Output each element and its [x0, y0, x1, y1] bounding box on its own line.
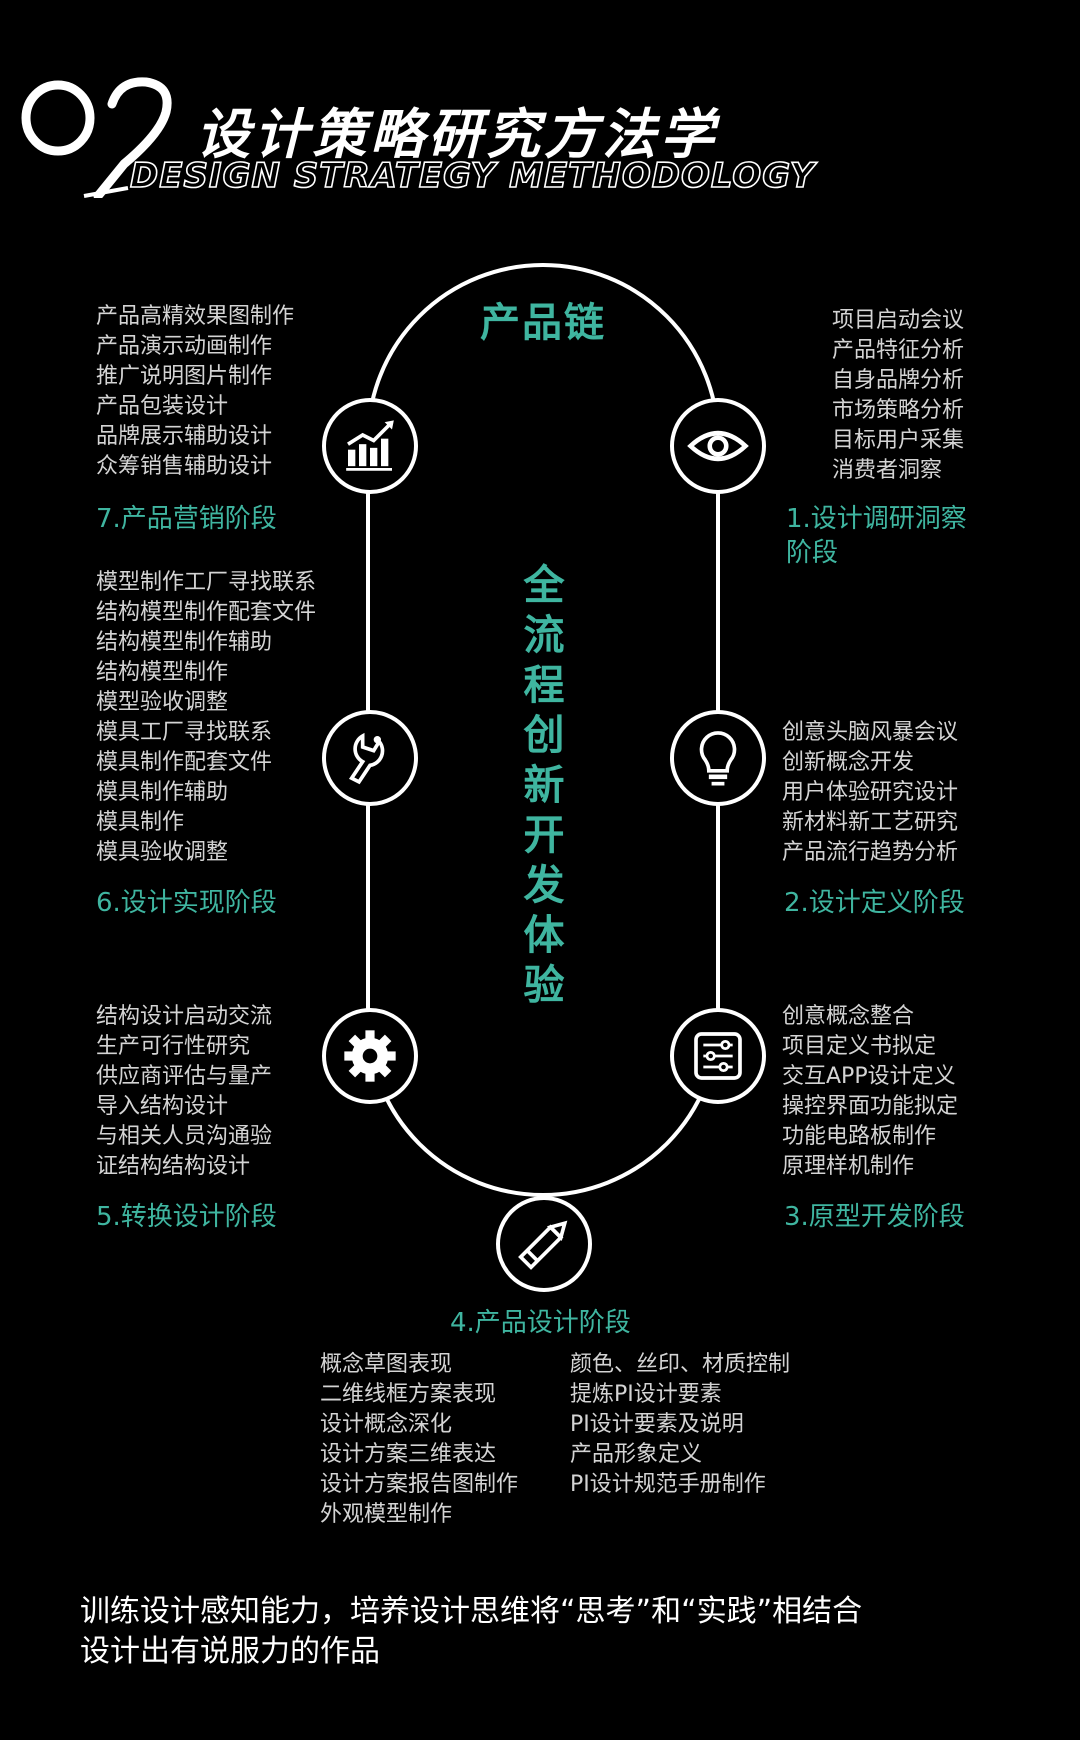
list-item: 操控界面功能拟定: [782, 1094, 959, 1119]
list-item: 结构设计启动交流: [96, 1004, 273, 1029]
list-item: 项目定义书拟定: [782, 1034, 937, 1059]
list-item: 结构模型制作辅助: [96, 630, 273, 655]
list-item: PI设计要素及说明: [570, 1412, 744, 1437]
lightbulb-icon: [670, 710, 766, 806]
center-char: 体: [523, 911, 565, 959]
stage7-items: 产品高精效果图制作 产品演示动画制作 推广说明图片制作 产品包装设计 品牌展示辅…: [96, 302, 294, 482]
pencil-icon: [496, 1196, 592, 1292]
list-item: 颜色、丝印、材质控制: [570, 1352, 791, 1377]
list-item: 二维线框方案表现: [320, 1382, 497, 1407]
wrench-icon: [322, 710, 418, 806]
stage6-label: 6.设计实现阶段: [96, 888, 277, 918]
list-item: 模具制作辅助: [96, 780, 229, 805]
list-item: 原理样机制作: [782, 1154, 915, 1179]
center-char: 创: [523, 711, 565, 759]
center-vertical-text: 全 流 程 创 新 开 发 体 验: [518, 560, 570, 1010]
list-item: 结构模型制作配套文件: [96, 600, 317, 625]
center-char: 验: [523, 961, 565, 1009]
center-char: 新: [523, 761, 565, 809]
stage3-label: 3.原型开发阶段: [784, 1202, 965, 1232]
stage1-label-line2: 阶段: [786, 538, 839, 568]
list-item: 模型验收调整: [96, 690, 229, 715]
stage2-items: 创意头脑风暴会议 创新概念开发 用户体验研究设计 新材料新工艺研究 产品流行趋势…: [782, 718, 958, 868]
list-item: 模具制作配套文件: [96, 750, 273, 775]
center-char: 发: [523, 861, 565, 909]
stage2-label: 2.设计定义阶段: [784, 888, 965, 918]
gear-icon: [322, 1008, 418, 1104]
growth-chart-icon: [322, 398, 418, 494]
list-item: 品牌展示辅助设计: [96, 424, 273, 449]
list-item: 导入结构设计: [96, 1094, 229, 1119]
list-item: 生产可行性研究: [96, 1034, 251, 1059]
footer-line: 训练设计感知能力，培养设计思维将“思考”和“实践”相结合: [80, 1594, 863, 1629]
sliders-icon: [670, 1008, 766, 1104]
center-char: 开: [523, 811, 565, 859]
list-item: 推广说明图片制作: [96, 364, 273, 389]
footer-line: 设计出有说服力的作品: [80, 1634, 380, 1669]
list-item: 供应商评估与量产: [96, 1064, 273, 1089]
eye-icon: [670, 398, 766, 494]
center-char: 流: [523, 611, 565, 659]
list-item: 外观模型制作: [320, 1502, 453, 1527]
list-item: 众筹销售辅助设计: [96, 454, 273, 479]
stage1-label: 1.设计调研洞察: [786, 504, 967, 534]
list-item: 目标用户采集: [832, 428, 965, 453]
list-item: 自身品牌分析: [832, 368, 965, 393]
stage3-items: 创意概念整合 项目定义书拟定 交互APP设计定义 操控界面功能拟定 功能电路板制…: [782, 1002, 958, 1182]
list-item: 设计方案三维表达: [320, 1442, 497, 1467]
center-char: 全: [523, 561, 565, 609]
list-item: 设计概念深化: [320, 1412, 453, 1437]
page-subtitle: DESIGN STRATEGY METHODOLOGY: [129, 155, 816, 197]
list-item: 消费者洞察: [832, 458, 943, 483]
list-item: 与相关人员沟通验: [96, 1124, 273, 1149]
list-item: 交互APP设计定义: [782, 1064, 956, 1089]
chain-label-backing: [470, 288, 620, 338]
stage5-items: 结构设计启动交流 生产可行性研究 供应商评估与量产 导入结构设计 与相关人员沟通…: [96, 1002, 272, 1182]
list-item: 提炼PI设计要素: [570, 1382, 722, 1407]
chain-label: 产品链: [480, 300, 606, 346]
footer-text: 训练设计感知能力，培养设计思维将“思考”和“实践”相结合 设计出有说服力的作品: [80, 1592, 862, 1672]
list-item: 设计方案报告图制作: [320, 1472, 519, 1497]
list-item: 新材料新工艺研究: [782, 810, 959, 835]
stage4-items-left: 概念草图表现 二维线框方案表现 设计概念深化 设计方案三维表达 设计方案报告图制…: [320, 1350, 518, 1530]
stage4-label: 4.产品设计阶段: [450, 1308, 631, 1338]
number-02-logo: [21, 77, 172, 198]
list-item: 产品高精效果图制作: [96, 304, 295, 329]
list-item: 产品包装设计: [96, 394, 229, 419]
list-item: 概念草图表现: [320, 1352, 453, 1377]
stage1-items: 项目启动会议 产品特征分析 自身品牌分析 市场策略分析 目标用户采集 消费者洞察: [832, 306, 964, 486]
list-item: 产品特征分析: [832, 338, 965, 363]
page-title: 设计策略研究方法学: [196, 103, 718, 166]
center-char: 程: [523, 661, 565, 709]
stage6-items: 模型制作工厂寻找联系 结构模型制作配套文件 结构模型制作辅助 结构模型制作 模型…: [96, 568, 316, 868]
stage5-label: 5.转换设计阶段: [96, 1202, 277, 1232]
list-item: 证结构结构设计: [96, 1154, 251, 1179]
stage4-items-right: 颜色、丝印、材质控制 提炼PI设计要素 PI设计要素及说明 产品形象定义 PI设…: [570, 1350, 790, 1500]
list-item: 项目启动会议: [832, 308, 965, 333]
list-item: 用户体验研究设计: [782, 780, 959, 805]
list-item: 产品演示动画制作: [96, 334, 273, 359]
list-item: 市场策略分析: [832, 398, 965, 423]
list-item: 创意概念整合: [782, 1004, 915, 1029]
list-item: 模型制作工厂寻找联系: [96, 570, 317, 595]
list-item: 产品形象定义: [570, 1442, 703, 1467]
list-item: 功能电路板制作: [782, 1124, 937, 1149]
list-item: 创新概念开发: [782, 750, 915, 775]
list-item: 结构模型制作: [96, 660, 229, 685]
list-item: 产品流行趋势分析: [782, 840, 959, 865]
list-item: 创意头脑风暴会议: [782, 720, 959, 745]
list-item: 模具制作: [96, 810, 185, 835]
list-item: PI设计规范手册制作: [570, 1472, 766, 1497]
stage7-label: 7.产品营销阶段: [96, 504, 277, 534]
list-item: 模具工厂寻找联系: [96, 720, 273, 745]
list-item: 模具验收调整: [96, 840, 229, 865]
